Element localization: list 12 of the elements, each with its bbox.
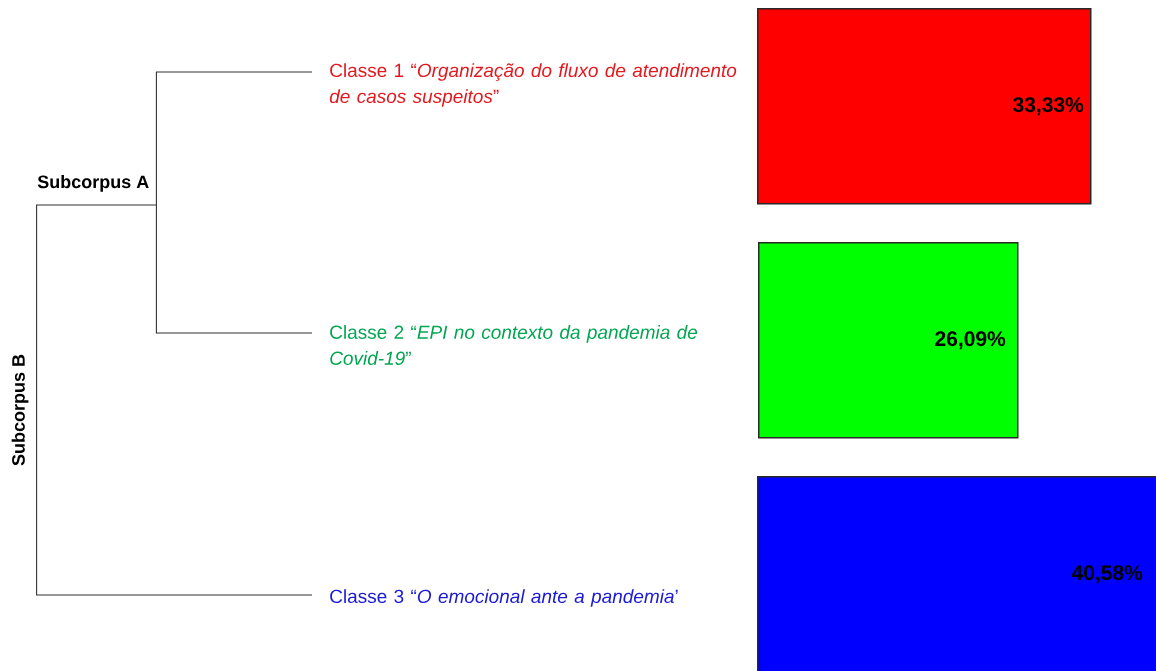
percentage-box: 40,58%: [757, 476, 1156, 671]
class-label: Classe 1 “Organização do fluxo de atendimento de casos suspeitos”: [329, 63, 737, 107]
tree-line: [155, 71, 313, 206]
percentage-box: 26,09%: [758, 242, 1019, 439]
tree-line: [36, 204, 157, 411]
class-label: Classe 2 “EPI no contexto da pandemia de Covid-19”: [330, 325, 698, 365]
branch-label: Subcorpus A: [37, 175, 149, 192]
percentage-box: 33,33%: [757, 8, 1092, 205]
tree-line: [155, 204, 313, 334]
class-label: Classe 3 “O emocional ante a pandemia’: [330, 589, 678, 607]
tree-line: [36, 409, 313, 596]
branch-label: Subcorpus B: [11, 354, 29, 466]
